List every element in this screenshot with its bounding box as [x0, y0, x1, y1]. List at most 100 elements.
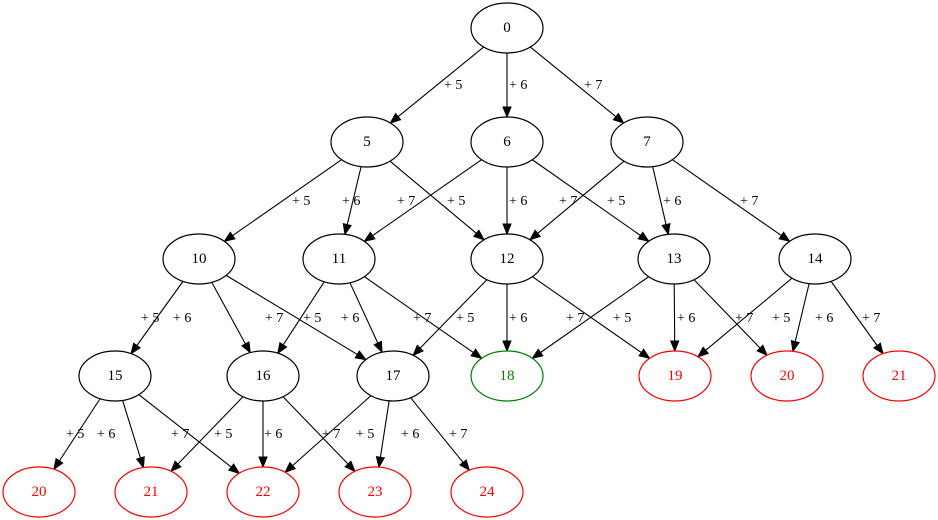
edge-n14-n20a: + 6: [790, 283, 833, 353]
arrowhead-icon: [375, 456, 386, 469]
node-ellipse: [470, 233, 544, 285]
edge-label: + 5: [444, 78, 462, 93]
edge-label: + 6: [401, 427, 419, 442]
node-ellipse: [162, 233, 236, 285]
node-label: 16: [256, 368, 272, 384]
edge-line: [693, 279, 761, 349]
edge-line: [364, 276, 474, 354]
node-label: 13: [667, 251, 682, 267]
node-ellipse: [302, 233, 376, 285]
node-label: 18: [500, 368, 515, 384]
arrowhead-icon: [756, 344, 768, 357]
node-ellipse: [637, 233, 711, 285]
arrowhead-icon: [778, 231, 791, 243]
arrowhead-icon: [363, 231, 376, 243]
edge-label: + 5: [456, 311, 474, 326]
arrowhead-icon: [223, 231, 236, 243]
arrowhead-icon: [638, 348, 651, 360]
edge-n7-n12: + 5: [528, 160, 625, 241]
node-ellipse: [470, 116, 544, 168]
arrowhead-icon: [612, 112, 625, 124]
edge-n5-n12: + 7: [389, 160, 486, 241]
node-ellipse: [356, 350, 430, 402]
edge-label: + 7: [584, 78, 602, 93]
edge-n13-n20a: + 7: [693, 279, 768, 357]
node-label: 23: [368, 484, 383, 500]
node-ellipse: [330, 116, 404, 168]
edge-label: + 7: [449, 427, 467, 442]
edge-line: [830, 281, 878, 346]
arrowhead-icon: [373, 340, 383, 354]
node-ellipse: [470, 350, 544, 402]
edge-n15-n22: + 7: [138, 394, 241, 475]
edge-line: [410, 397, 464, 463]
edge-line: [672, 159, 782, 237]
edge-line: [419, 279, 488, 349]
edge-label: + 5: [303, 311, 321, 326]
arrowhead-icon: [284, 461, 297, 474]
edge-label: + 6: [173, 311, 191, 326]
edge-label: + 5: [66, 427, 84, 442]
node-n12: 12: [470, 233, 544, 285]
node-n15: 15: [78, 350, 152, 402]
node-label: 11: [332, 251, 346, 267]
node-label: 20: [780, 368, 795, 384]
arrowhead-icon: [277, 341, 288, 355]
node-label: 21: [892, 368, 907, 384]
node-n18: 18: [470, 350, 544, 402]
edge-line: [58, 398, 101, 462]
edge-n10-n15: + 5: [130, 281, 184, 355]
node-ellipse: [338, 466, 412, 518]
edge-label: + 6: [509, 78, 527, 93]
node-n21a: 21: [862, 350, 936, 402]
node-label: 7: [643, 134, 651, 150]
edge-n5-n10: + 5: [223, 159, 342, 243]
edge-label: + 5: [607, 194, 625, 209]
edge-n17-n22: + 5: [284, 395, 374, 474]
edge-n11-n16: + 5: [277, 281, 325, 355]
edge-n7-n13: + 6: [652, 166, 681, 236]
node-n21b: 21: [114, 466, 188, 518]
edge-label: + 6: [509, 194, 527, 209]
arrowhead-icon: [790, 340, 800, 353]
node-ellipse: [862, 350, 936, 402]
edge-line: [532, 159, 641, 236]
node-n6: 6: [470, 116, 544, 168]
edge-n14-n19: + 5: [696, 277, 793, 358]
edge-label: + 5: [613, 311, 631, 326]
edge-label: + 6: [509, 311, 527, 326]
edge-line: [540, 276, 649, 353]
edge-n0-n5: + 5: [389, 46, 484, 124]
edge-line: [530, 46, 617, 118]
node-ellipse: [778, 233, 852, 285]
edge-line: [211, 282, 246, 345]
edge-line: [122, 400, 141, 459]
node-label: 21: [144, 484, 159, 500]
edge-label: + 7: [322, 427, 340, 442]
edge-label: + 6: [663, 194, 681, 209]
edge-label: + 7: [740, 194, 758, 209]
edge-line: [652, 166, 667, 225]
node-n20a: 20: [750, 350, 824, 402]
arrowhead-icon: [170, 460, 182, 473]
edge-line: [389, 160, 477, 234]
arrowhead-icon: [389, 112, 402, 124]
arrowhead-icon: [502, 223, 512, 236]
edge-label: + 5: [141, 311, 159, 326]
node-n0: 0: [470, 2, 544, 54]
node-ellipse: [114, 466, 188, 518]
edge-label: + 5: [292, 194, 310, 209]
node-n10: 10: [162, 233, 236, 285]
node-label: 12: [500, 251, 515, 267]
edge-n16-n23: + 7: [282, 396, 356, 473]
edge-line: [532, 276, 642, 354]
edge-label: + 7: [265, 311, 283, 326]
arrowhead-icon: [342, 223, 352, 236]
edge-line: [705, 277, 793, 351]
edge-line: [379, 400, 390, 458]
node-ellipse: [470, 2, 544, 54]
node-n13: 13: [637, 233, 711, 285]
node-n22: 22: [226, 466, 300, 518]
arrowhead-icon: [528, 229, 542, 241]
node-label: 20: [32, 484, 47, 500]
